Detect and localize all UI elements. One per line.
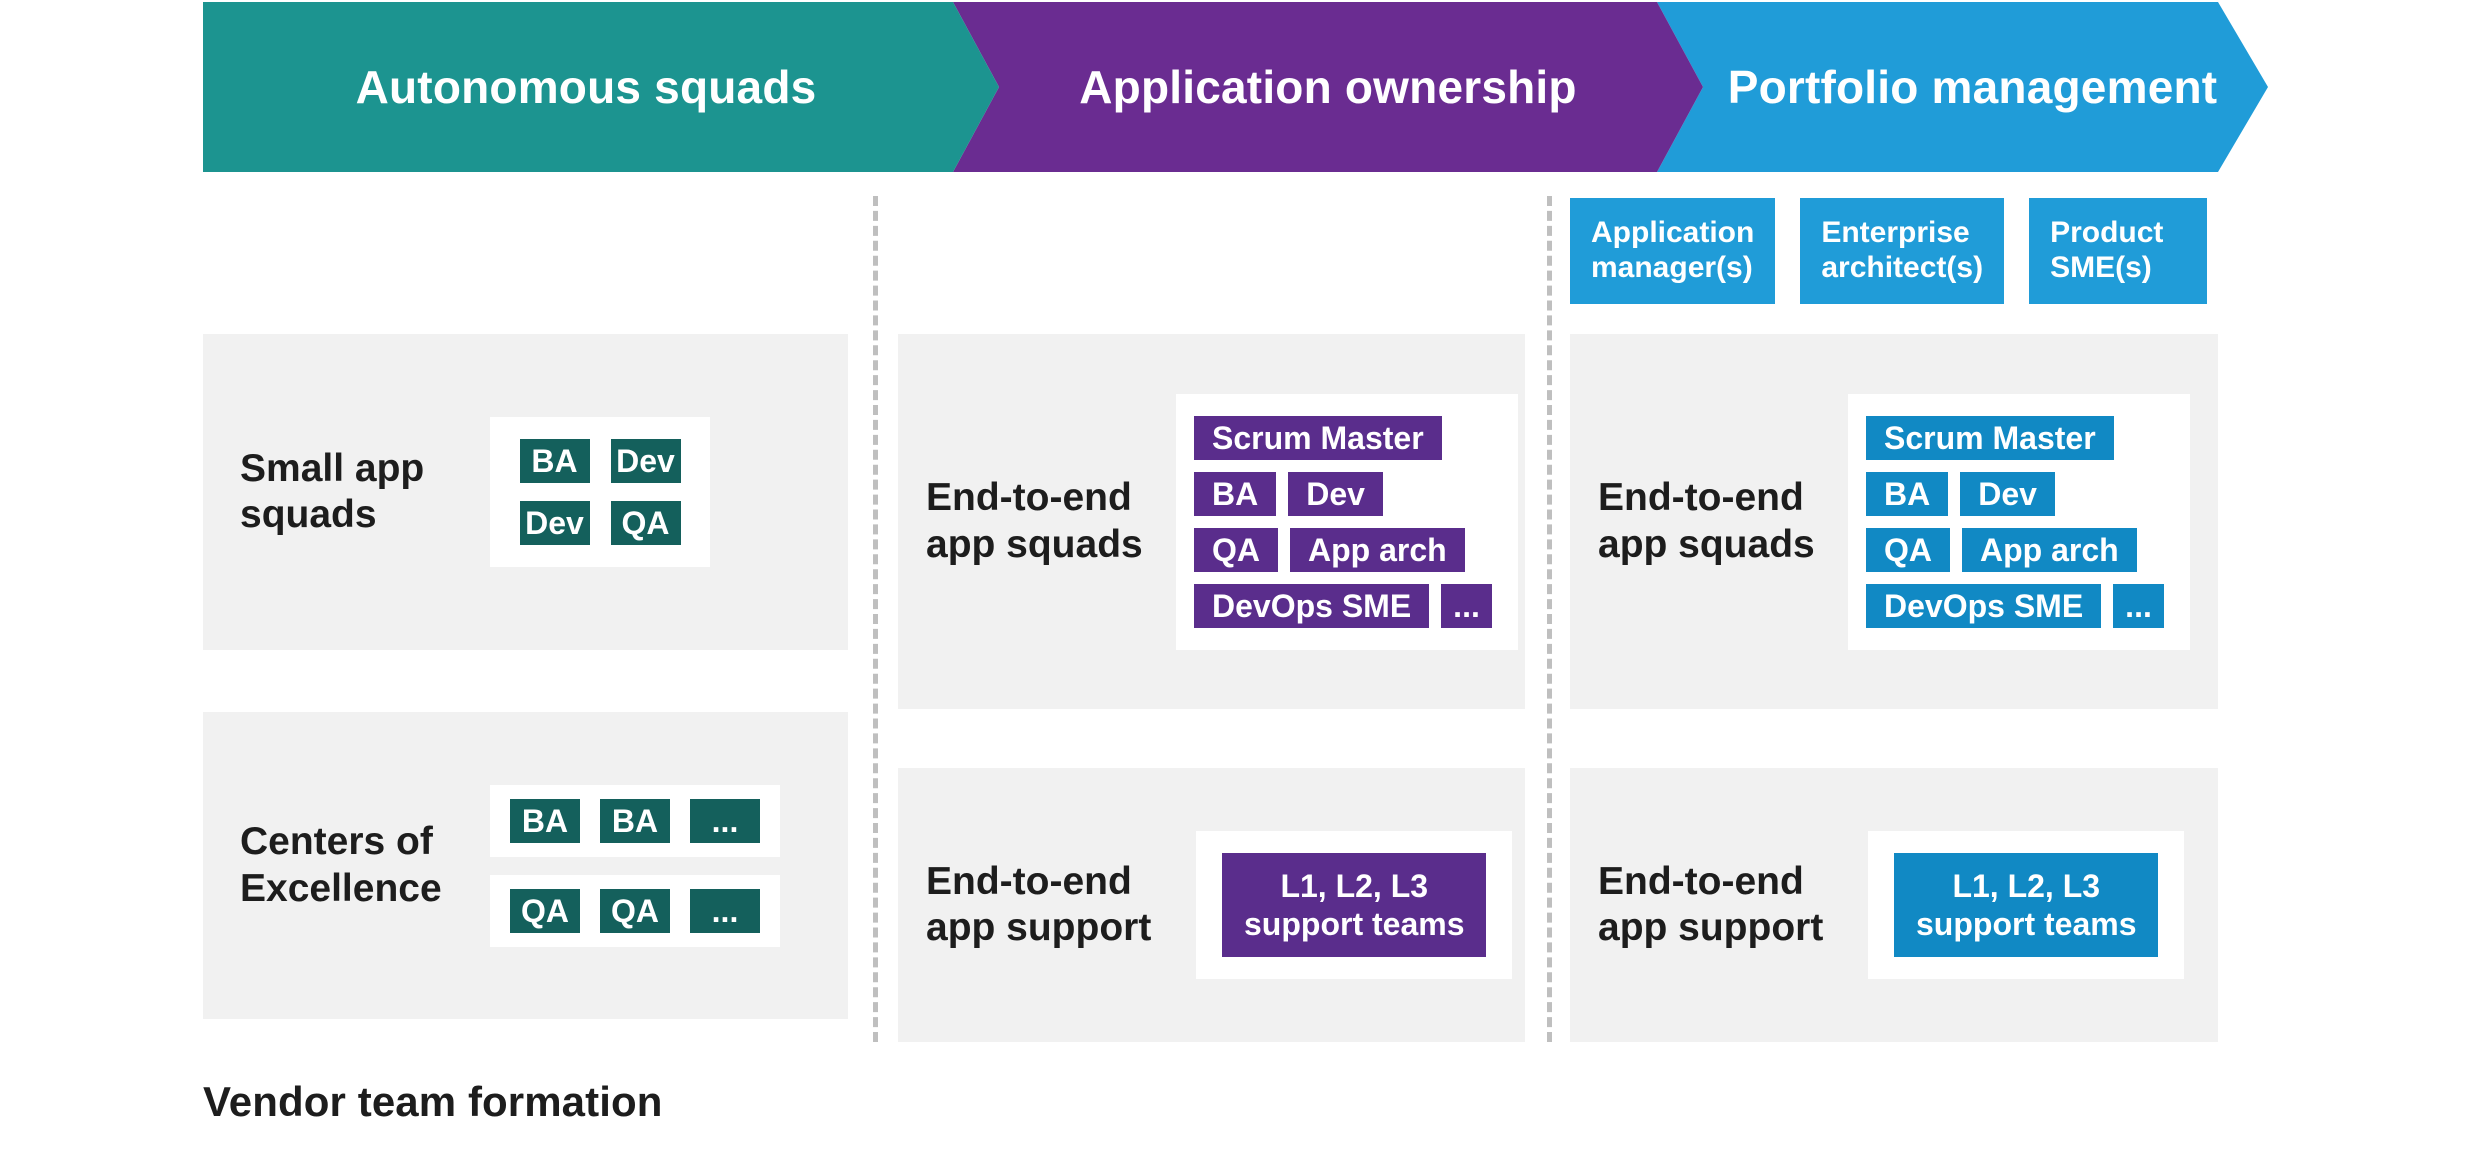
panel-label: End-to-end app squads bbox=[926, 476, 1143, 566]
role-tag-ba[interactable]: BA bbox=[1194, 471, 1277, 516]
column-divider-2 bbox=[1547, 196, 1552, 1042]
role-chip-enterprise-architect[interactable]: Enterprise architect(s) bbox=[1800, 198, 2005, 305]
role-tag-devops-sme[interactable]: DevOps SME bbox=[1866, 583, 2102, 628]
stage-header-band: Autonomous squads Application ownership … bbox=[203, 2, 2268, 172]
tag-row: BA Dev bbox=[1194, 471, 1383, 516]
role-tag-qa[interactable]: QA bbox=[600, 888, 670, 933]
coe-card-qa: QA QA ... bbox=[490, 874, 780, 947]
tag-row: Dev QA bbox=[519, 501, 681, 545]
support-card: L1, L2, L3 support teams bbox=[1196, 830, 1513, 980]
panel-app-ownership-support: End-to-end app support L1, L2, L3 suppor… bbox=[898, 768, 1525, 1042]
tag-row: BA Dev bbox=[519, 439, 681, 483]
tag-row: QA App arch bbox=[1194, 527, 1465, 572]
panel-portfolio-squads: End-to-end app squads Scrum Master BA De… bbox=[1570, 334, 2218, 709]
panel-label: End-to-end app squads bbox=[1598, 476, 1815, 566]
role-tag-more[interactable]: ... bbox=[690, 888, 760, 933]
tag-row: Scrum Master bbox=[1194, 415, 1442, 460]
stage-chevron-label: Portfolio management bbox=[1727, 61, 2218, 113]
role-chip-product-sme[interactable]: Product SME(s) bbox=[2029, 198, 2208, 305]
squad-card: Scrum Master BA Dev QA App arch DevOps S… bbox=[1848, 393, 2190, 650]
tag-row: Scrum Master bbox=[1866, 415, 2114, 460]
stage-chevron-autonomous-squads[interactable]: Autonomous squads bbox=[203, 2, 999, 172]
stage-chevron-portfolio-management[interactable]: Portfolio management bbox=[1657, 2, 2268, 172]
role-chip-application-manager[interactable]: Application manager(s) bbox=[1570, 198, 1776, 305]
panel-small-app-squads: Small app squads BA Dev Dev QA bbox=[203, 334, 848, 650]
role-tag-qa[interactable]: QA bbox=[510, 888, 580, 933]
role-tag-dev[interactable]: Dev bbox=[610, 439, 681, 483]
role-tag-app-arch[interactable]: App arch bbox=[1962, 527, 2137, 572]
role-tag-dev[interactable]: Dev bbox=[1960, 471, 2055, 516]
portfolio-top-roles: Application manager(s) Enterprise archit… bbox=[1570, 198, 2208, 305]
panel-label: Centers of Excellence bbox=[240, 820, 442, 910]
role-tag-dev[interactable]: Dev bbox=[519, 501, 590, 545]
coe-card-stack: BA BA ... QA QA ... bbox=[490, 784, 780, 947]
role-tag-support-teams[interactable]: L1, L2, L3 support teams bbox=[1222, 852, 1487, 958]
panel-label: End-to-end app support bbox=[1598, 859, 1824, 949]
role-tag-qa[interactable]: QA bbox=[610, 501, 681, 545]
role-tag-dev[interactable]: Dev bbox=[1288, 471, 1383, 516]
stage-chevron-label: Autonomous squads bbox=[355, 61, 817, 113]
support-card: L1, L2, L3 support teams bbox=[1868, 830, 2185, 980]
squad-card: Scrum Master BA Dev QA App arch DevOps S… bbox=[1176, 393, 1518, 650]
role-tag-app-arch[interactable]: App arch bbox=[1290, 527, 1465, 572]
panel-app-ownership-squads: End-to-end app squads Scrum Master BA De… bbox=[898, 334, 1525, 709]
tag-row: DevOps SME ... bbox=[1866, 583, 2164, 628]
role-tag-qa[interactable]: QA bbox=[1866, 527, 1950, 572]
role-tag-more[interactable]: ... bbox=[1441, 583, 1492, 628]
role-tag-ba[interactable]: BA bbox=[519, 439, 590, 483]
coe-card-ba: BA BA ... bbox=[490, 784, 780, 857]
panel-label: Small app squads bbox=[240, 446, 425, 536]
role-tag-ba[interactable]: BA bbox=[600, 798, 670, 843]
role-tag-ba[interactable]: BA bbox=[510, 798, 580, 843]
tag-row: QA App arch bbox=[1866, 527, 2137, 572]
panel-label: End-to-end app support bbox=[926, 859, 1152, 949]
panel-portfolio-support: End-to-end app support L1, L2, L3 suppor… bbox=[1570, 768, 2218, 1042]
role-tag-more[interactable]: ... bbox=[2113, 583, 2164, 628]
role-tag-devops-sme[interactable]: DevOps SME bbox=[1194, 583, 1430, 628]
role-tag-qa[interactable]: QA bbox=[1194, 527, 1278, 572]
panel-centers-of-excellence: Centers of Excellence BA BA ... QA QA ..… bbox=[203, 712, 848, 1019]
figure-caption: Vendor team formation bbox=[203, 1078, 663, 1125]
tag-row: BA Dev bbox=[1866, 471, 2055, 516]
role-tag-support-teams[interactable]: L1, L2, L3 support teams bbox=[1894, 852, 2159, 958]
tag-row: DevOps SME ... bbox=[1194, 583, 1492, 628]
stage-chevron-label: Application ownership bbox=[1079, 61, 1577, 113]
role-tag-more[interactable]: ... bbox=[690, 798, 760, 843]
role-tag-scrum-master[interactable]: Scrum Master bbox=[1866, 415, 2114, 460]
squad-card: BA Dev Dev QA bbox=[490, 417, 710, 567]
stage-chevron-application-ownership[interactable]: Application ownership bbox=[953, 2, 1703, 172]
role-tag-ba[interactable]: BA bbox=[1866, 471, 1949, 516]
role-tag-scrum-master[interactable]: Scrum Master bbox=[1194, 415, 1442, 460]
column-divider-1 bbox=[873, 196, 878, 1042]
